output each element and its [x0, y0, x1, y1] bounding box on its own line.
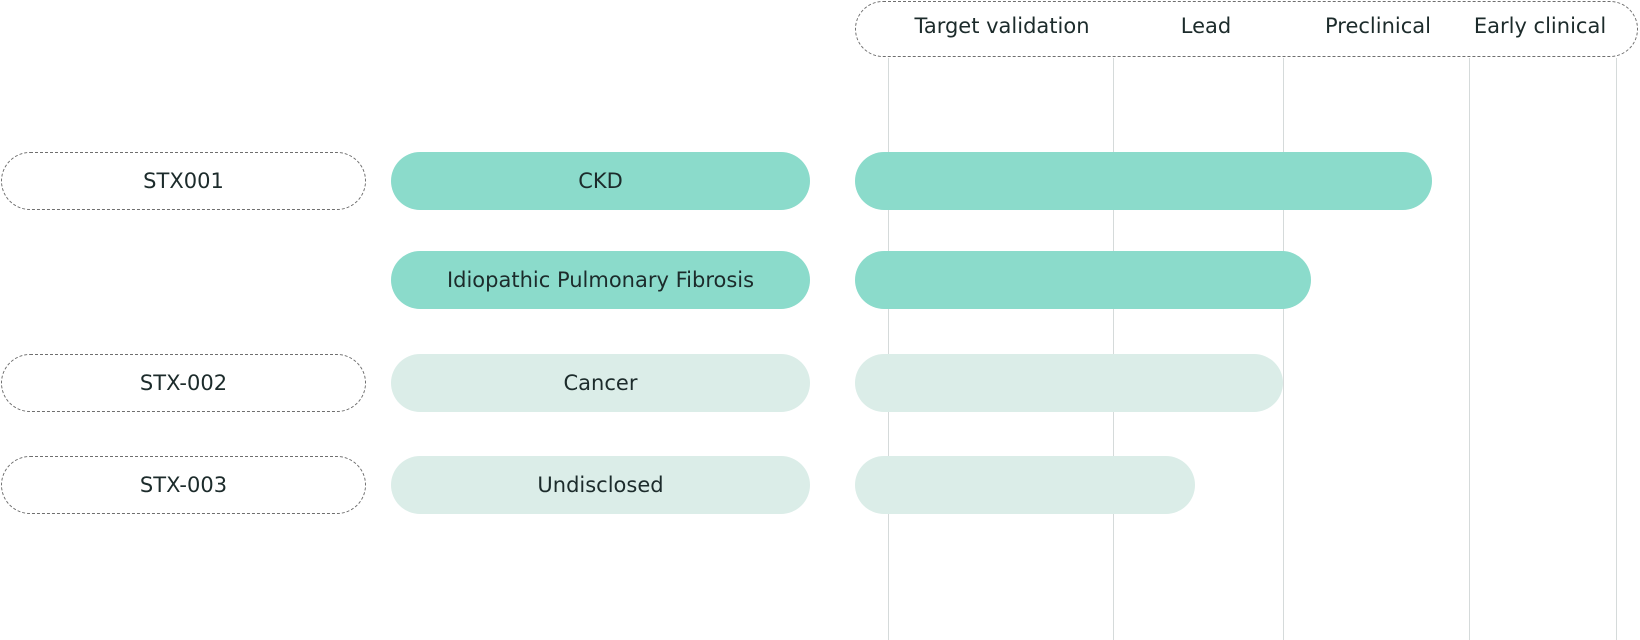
indication-pill: Undisclosed: [391, 456, 810, 514]
progress-bar: [855, 456, 1195, 514]
program-code-pill: STX001: [1, 152, 366, 210]
progress-bar: [855, 251, 1311, 309]
indication-pill: Cancer: [391, 354, 810, 412]
stage-gridline: [1283, 58, 1284, 640]
stage-label-lead: Lead: [1180, 14, 1232, 38]
indication-pill: CKD: [391, 152, 810, 210]
stage-gridline: [1113, 58, 1114, 640]
program-code-pill: STX-002: [1, 354, 366, 412]
stage-gridline: [1616, 58, 1617, 640]
indication-pill: Idiopathic Pulmonary Fibrosis: [391, 251, 810, 309]
stage-label-preclinical: Preclinical: [1325, 14, 1431, 38]
progress-bar: [855, 354, 1283, 412]
program-code-pill: STX-003: [1, 456, 366, 514]
stage-gridline: [888, 58, 889, 640]
stage-header: [855, 1, 1638, 57]
progress-bar: [855, 152, 1432, 210]
stage-gridline: [1469, 58, 1470, 640]
stage-label-early-clinical: Early clinical: [1473, 14, 1607, 38]
stage-label-target-validation: Target validation: [914, 14, 1090, 38]
